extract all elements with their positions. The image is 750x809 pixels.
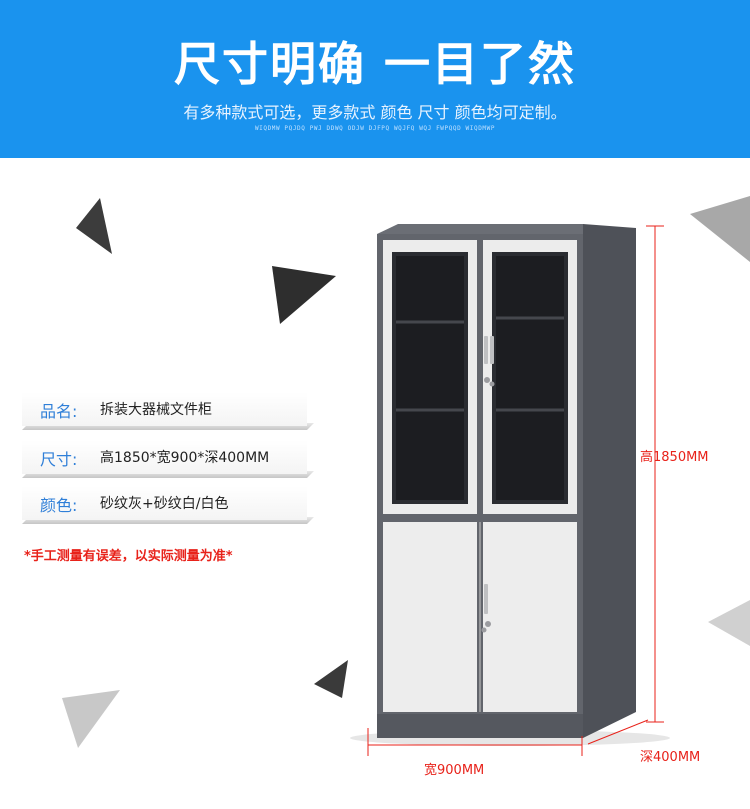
spec-value: 砂纹灰+砂纹白/白色 (100, 496, 229, 512)
spec-label: 颜色: (40, 496, 78, 515)
decor-triangle-icon (272, 266, 336, 324)
spec-row-name: 品名: 拆装大器械文件柜 (22, 392, 314, 430)
spec-row-color: 颜色: 砂纹灰+砂纹白/白色 (22, 486, 314, 524)
height-dimension-label: 高1850MM (640, 450, 709, 465)
spec-value: 高1850*宽900*深400MM (100, 450, 270, 466)
decor-triangle-icon (690, 196, 750, 262)
width-dimension-label: 宽900MM (424, 763, 485, 778)
banner-tiny-text: WIQDMW PQJDQ PWJ DDWQ ODJW DJFPQ WQJFQ W… (254, 125, 496, 132)
depth-dimension-label: 深400MM (640, 750, 701, 765)
spec-label: 尺寸: (40, 450, 78, 469)
spec-label: 品名: (40, 402, 78, 421)
decor-triangle-icon (62, 690, 120, 748)
decor-triangle-icon (314, 660, 348, 698)
spec-value: 拆装大器械文件柜 (100, 402, 212, 418)
banner-title: 尺寸明确 一目了然 (173, 37, 576, 91)
measurement-note: *手工测量有误差，以实际测量为准* (24, 549, 233, 564)
header-banner: 尺寸明确 一目了然 有多种款式可选，更多款式 颜色 尺寸 颜色均可定制。 WIQ… (0, 0, 750, 158)
spec-row-size: 尺寸: 高1850*宽900*深400MM (22, 440, 314, 478)
decor-triangle-icon (76, 198, 112, 254)
banner-subtitle: 有多种款式可选，更多款式 颜色 尺寸 颜色均可定制。 (183, 103, 567, 122)
decor-triangle-icon (708, 600, 750, 646)
